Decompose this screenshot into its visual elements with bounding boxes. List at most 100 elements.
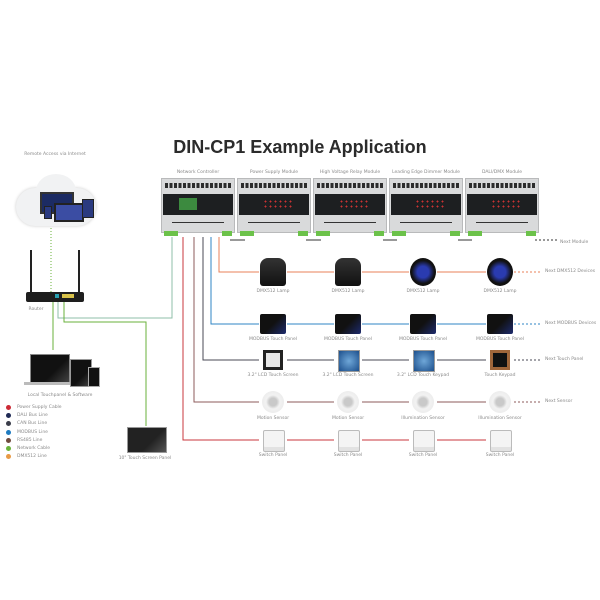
legend-item: MODBUS Line <box>6 429 48 435</box>
legend-color-dot <box>6 437 11 443</box>
legend-item: DALI Bus Line <box>6 413 48 419</box>
device-label: MODBUS Touch Panel <box>398 337 448 342</box>
module-face <box>467 194 537 215</box>
device-label: MODBUS Touch Panel <box>475 337 525 342</box>
terminal-block <box>468 231 482 236</box>
touch-keypad-icon <box>490 350 510 370</box>
device-label: Switch Panel <box>485 453 515 458</box>
legend-color-dot <box>6 446 11 451</box>
device-label: 3.2" LCD Touch Screen <box>247 373 299 378</box>
device-label: Motion Sensor <box>256 416 290 421</box>
din-module <box>161 178 235 236</box>
sensor-icon <box>262 391 284 413</box>
legend-item: CAN Bus Line <box>6 421 48 427</box>
status-leds <box>491 199 521 209</box>
terminal-block <box>526 231 536 236</box>
legend-label: DALI Bus Line <box>17 413 48 419</box>
device-label: DMX512 Lamp <box>406 289 440 294</box>
device-label: Switch Panel <box>333 453 363 458</box>
din-module <box>237 178 311 236</box>
status-leds <box>415 199 445 209</box>
din-rail <box>324 222 376 223</box>
device-label: DMX512 Lamp <box>483 289 517 294</box>
sensor-icon <box>412 391 434 413</box>
terminal-block <box>241 183 307 188</box>
next-module-label: Next Module <box>560 240 589 245</box>
legend-label: CAN Bus Line <box>17 421 48 427</box>
terminal-block <box>165 183 231 188</box>
dmx-lamp-icon <box>487 258 513 286</box>
bus-wire <box>218 237 259 273</box>
legend-color-dot <box>6 429 11 435</box>
legend-color-dot <box>6 413 11 419</box>
legend-item: DMX512 Line <box>6 454 47 460</box>
din-module <box>313 178 387 236</box>
din-rail <box>400 222 452 223</box>
bus-wire <box>182 237 259 441</box>
touch-screen-panel-icon <box>127 427 167 453</box>
terminal-block <box>222 231 232 236</box>
module-label: DALI/DMX Module <box>481 170 523 175</box>
bus-wire <box>210 237 259 325</box>
legend-item: Network Cable <box>6 446 50 451</box>
sensor-icon <box>489 391 511 413</box>
legend-item: RS485 Line <box>6 437 42 443</box>
device-label: Switch Panel <box>258 453 288 458</box>
device-label: Illumination Sensor <box>478 416 522 421</box>
legend-label: DMX512 Line <box>17 454 47 460</box>
touch-keypad-icon <box>263 350 283 370</box>
router-icon <box>26 250 86 305</box>
switch-panel-icon <box>263 430 285 452</box>
din-rail <box>172 222 224 223</box>
modbus-touch-panel-icon <box>260 314 286 334</box>
device-label: Switch Panel <box>408 453 438 458</box>
terminal-block <box>392 231 406 236</box>
device-label: Motion Sensor <box>331 416 365 421</box>
terminal-block <box>374 231 384 236</box>
terminal-block <box>240 231 254 236</box>
device-label: Illumination Sensor <box>401 416 445 421</box>
cloud-label: Remote Access via Internet <box>24 152 86 157</box>
module-face <box>163 194 233 215</box>
lcd-screen <box>179 198 197 210</box>
cloud-icon <box>6 170 106 230</box>
terminal-block <box>317 183 383 188</box>
terminal-block <box>450 231 460 236</box>
module-label: Leading Edge Dimmer Module <box>392 170 460 175</box>
bus-wire <box>193 237 259 403</box>
din-module <box>465 178 539 236</box>
status-leds <box>339 199 369 209</box>
network-wire <box>57 237 173 319</box>
legend-color-dot <box>6 454 11 460</box>
terminal-block <box>316 231 330 236</box>
touch-keypad-icon <box>413 350 435 372</box>
device-label: Touch Keypad <box>484 373 516 378</box>
network-wire <box>63 300 147 426</box>
module-label: High Voltage Relay Module <box>319 170 381 175</box>
device-label: DMX512 Lamp <box>256 289 290 294</box>
module-face <box>315 194 385 215</box>
touch-screen-label: 10" Touch Screen Panel <box>118 456 172 461</box>
din-rail <box>476 222 528 223</box>
dmx-lamp-icon <box>260 258 286 286</box>
switch-panel-icon <box>413 430 435 452</box>
module-face <box>239 194 309 215</box>
device-label: 3.2" LCD Touch Keypad <box>396 373 450 378</box>
device-label: MODBUS Touch Panel <box>248 337 298 342</box>
laptop-tablet-phone-icon <box>22 352 102 394</box>
terminal-block <box>469 183 535 188</box>
terminal-block <box>298 231 308 236</box>
dmx-lamp-icon <box>410 258 436 286</box>
module-label: Power Supply Module <box>249 170 299 175</box>
legend-label: MODBUS Line <box>17 429 48 435</box>
next-devices-label: Next Sensor <box>545 399 573 404</box>
switch-panel-icon <box>490 430 512 452</box>
module-label: Network Controller <box>176 170 220 175</box>
page-title: DIN-CP1 Example Application <box>173 137 427 157</box>
legend-color-dot <box>6 421 11 427</box>
touch-keypad-icon <box>338 350 360 372</box>
din-rail <box>248 222 300 223</box>
din-module <box>389 178 463 236</box>
next-devices-label: Next DMX512 Devices <box>545 269 596 274</box>
